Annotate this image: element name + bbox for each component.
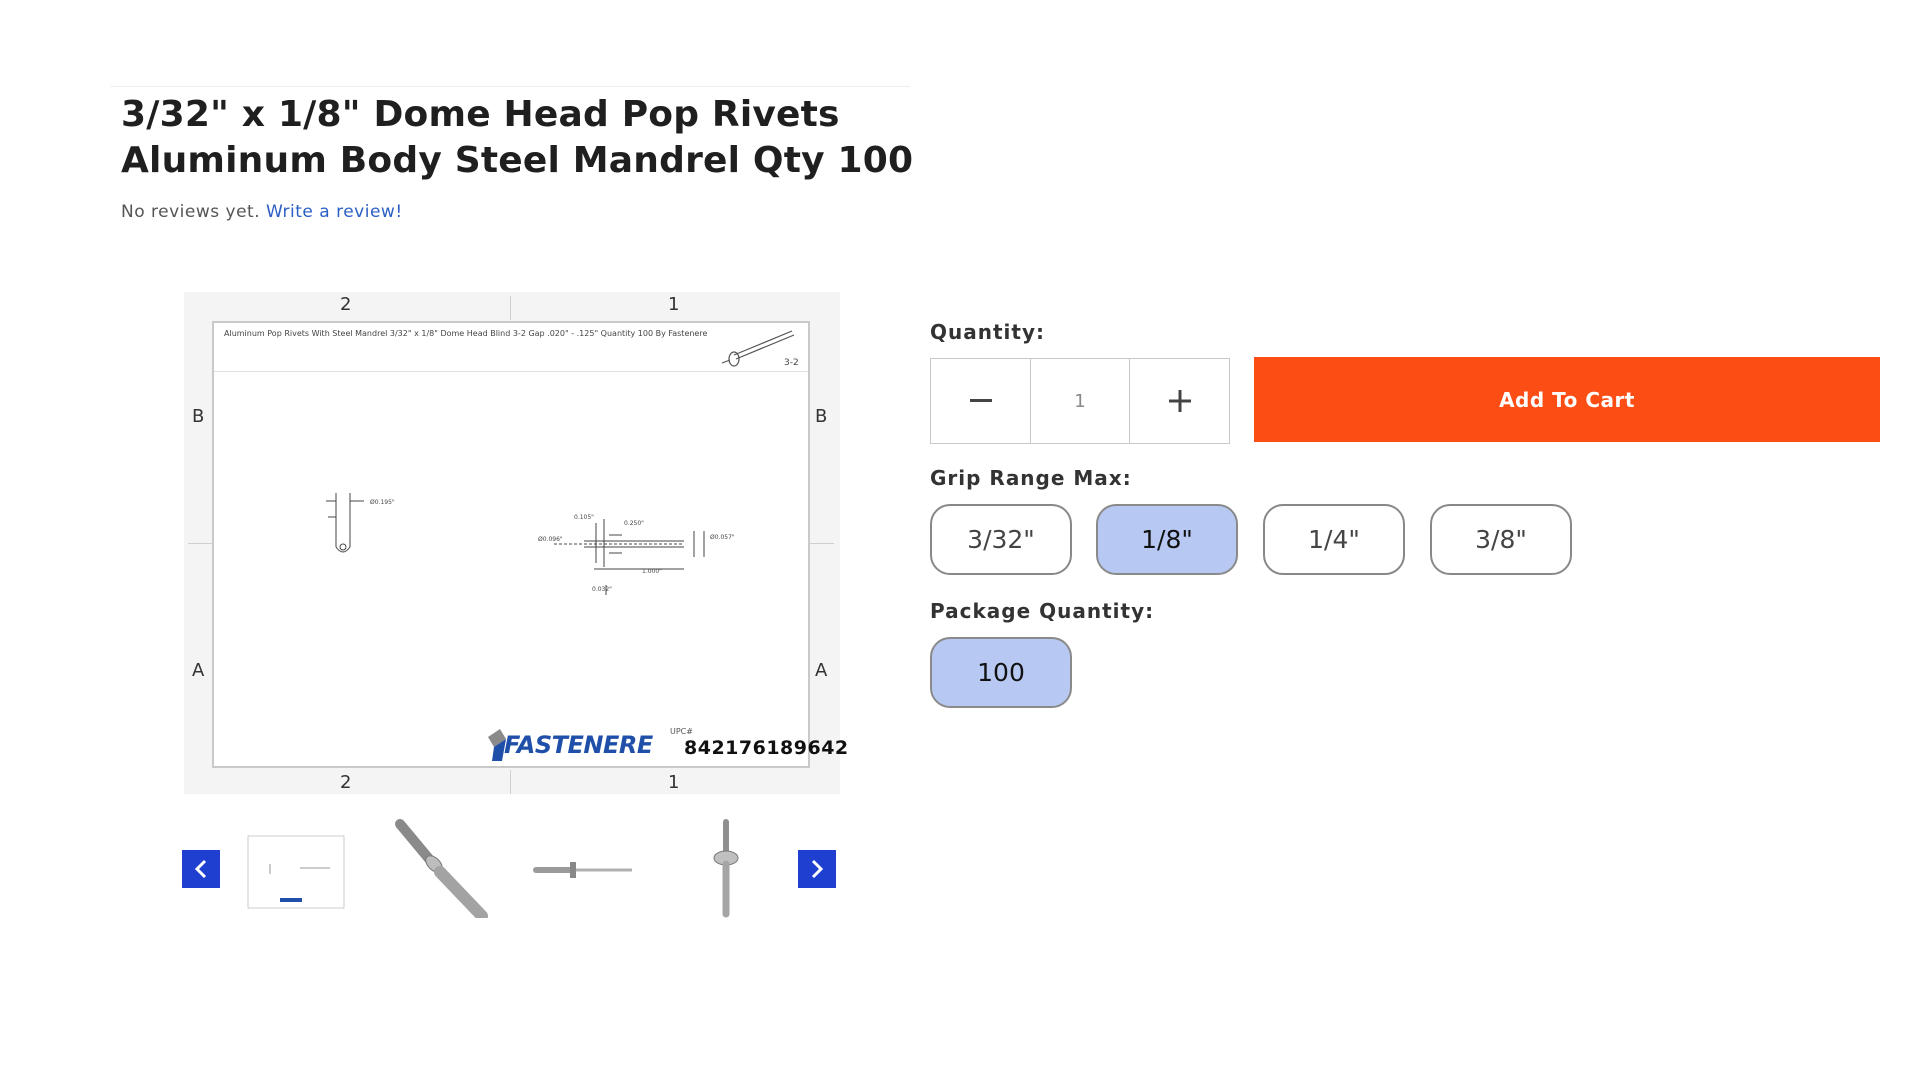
drawing-header-divider — [214, 371, 808, 372]
quantity-input[interactable] — [1030, 359, 1130, 443]
thumbnail-prev-button[interactable] — [182, 850, 220, 888]
package-quantity-label: Package Quantity: — [930, 599, 1155, 623]
zone-bottom-1: 1 — [668, 772, 680, 793]
zone-divider-right — [810, 543, 834, 544]
zone-divider-left — [188, 543, 212, 544]
rivet-side-image — [533, 862, 632, 878]
dim-head-height: 0.105" — [574, 514, 594, 521]
upc-label: UPC# — [670, 727, 693, 736]
dim-body-diameter: Ø0.096" — [538, 536, 563, 543]
rivet-vertical-image — [713, 819, 739, 918]
product-title: 3/32" x 1/8" Dome Head Pop Rivets Alumin… — [121, 94, 914, 181]
no-reviews-text: No reviews yet. — [121, 202, 261, 222]
title-divider — [110, 86, 910, 87]
thumbnail-next-button[interactable] — [798, 850, 836, 888]
grip-option-1-4[interactable]: 1/4" — [1263, 504, 1405, 575]
chevron-left-icon — [194, 859, 207, 879]
zone-top-1: 1 — [668, 294, 680, 315]
rivet-side-view — [554, 519, 705, 595]
grip-option-3-8[interactable]: 3/8" — [1430, 504, 1572, 575]
zone-right-b: B — [815, 406, 828, 427]
zone-bottom-2: 2 — [340, 772, 352, 793]
zone-divider-bottom — [510, 770, 511, 794]
zone-left-b: B — [192, 406, 205, 427]
dim-small: 0.032" — [592, 586, 612, 593]
fastenere-logo: FASTENERE — [484, 725, 654, 767]
upc-number: 842176189642 — [684, 737, 849, 759]
rivet-sketch-icon — [721, 330, 795, 367]
quantity-label: Quantity: — [930, 320, 1045, 344]
part-code: 3-2 — [784, 358, 799, 368]
grip-range-label: Grip Range Max: — [930, 466, 1132, 490]
zone-divider-top — [510, 296, 511, 320]
reviews-summary: No reviews yet. Write a review! — [121, 202, 403, 222]
zone-right-a: A — [815, 660, 828, 681]
dim-grip: 0.250" — [624, 520, 644, 527]
rivet-angled-image — [395, 819, 488, 922]
quantity-decrement-button[interactable] — [931, 359, 1030, 443]
upc-block: UPC# 842176189642 — [670, 725, 848, 767]
drawing-thumbnail[interactable] — [240, 818, 352, 918]
add-to-cart-button[interactable]: Add To Cart — [1254, 357, 1880, 442]
dim-mandrel-diameter: Ø0.057" — [710, 534, 735, 541]
quantity-increment-button[interactable] — [1130, 359, 1229, 443]
grip-option-3-32[interactable]: 3/32" — [930, 504, 1072, 575]
chevron-right-icon — [811, 859, 824, 879]
drawing-linework: 3-2 Ø0.195" 0.105" 0.250" — [326, 330, 799, 595]
drawing-thumbnail-image — [247, 835, 345, 909]
drawing-caption: Aluminum Pop Rivets With Steel Mandrel 3… — [224, 329, 708, 338]
dim-head-diameter: Ø0.195" — [370, 499, 395, 506]
rivet-angled-thumbnail[interactable] — [382, 818, 494, 922]
rivet-vertical-thumbnail[interactable] — [670, 818, 782, 918]
quantity-stepper — [930, 358, 1230, 444]
plus-icon — [1168, 390, 1191, 412]
dim-length: 1.000" — [642, 568, 662, 575]
technical-drawing: Aluminum Pop Rivets With Steel Mandrel 3… — [212, 321, 848, 768]
rivet-side-thumbnail[interactable] — [528, 818, 640, 918]
package-option-100[interactable]: 100 — [930, 637, 1072, 708]
write-review-link[interactable]: Write a review! — [266, 202, 403, 222]
grip-option-1-8[interactable]: 1/8" — [1096, 504, 1238, 575]
brand-name: FASTENERE — [504, 731, 653, 759]
zone-top-2: 2 — [340, 294, 352, 315]
logo-mark-icon — [488, 729, 506, 761]
rivet-end-view — [326, 493, 364, 553]
zone-left-a: A — [192, 660, 205, 681]
minus-icon — [969, 399, 992, 402]
